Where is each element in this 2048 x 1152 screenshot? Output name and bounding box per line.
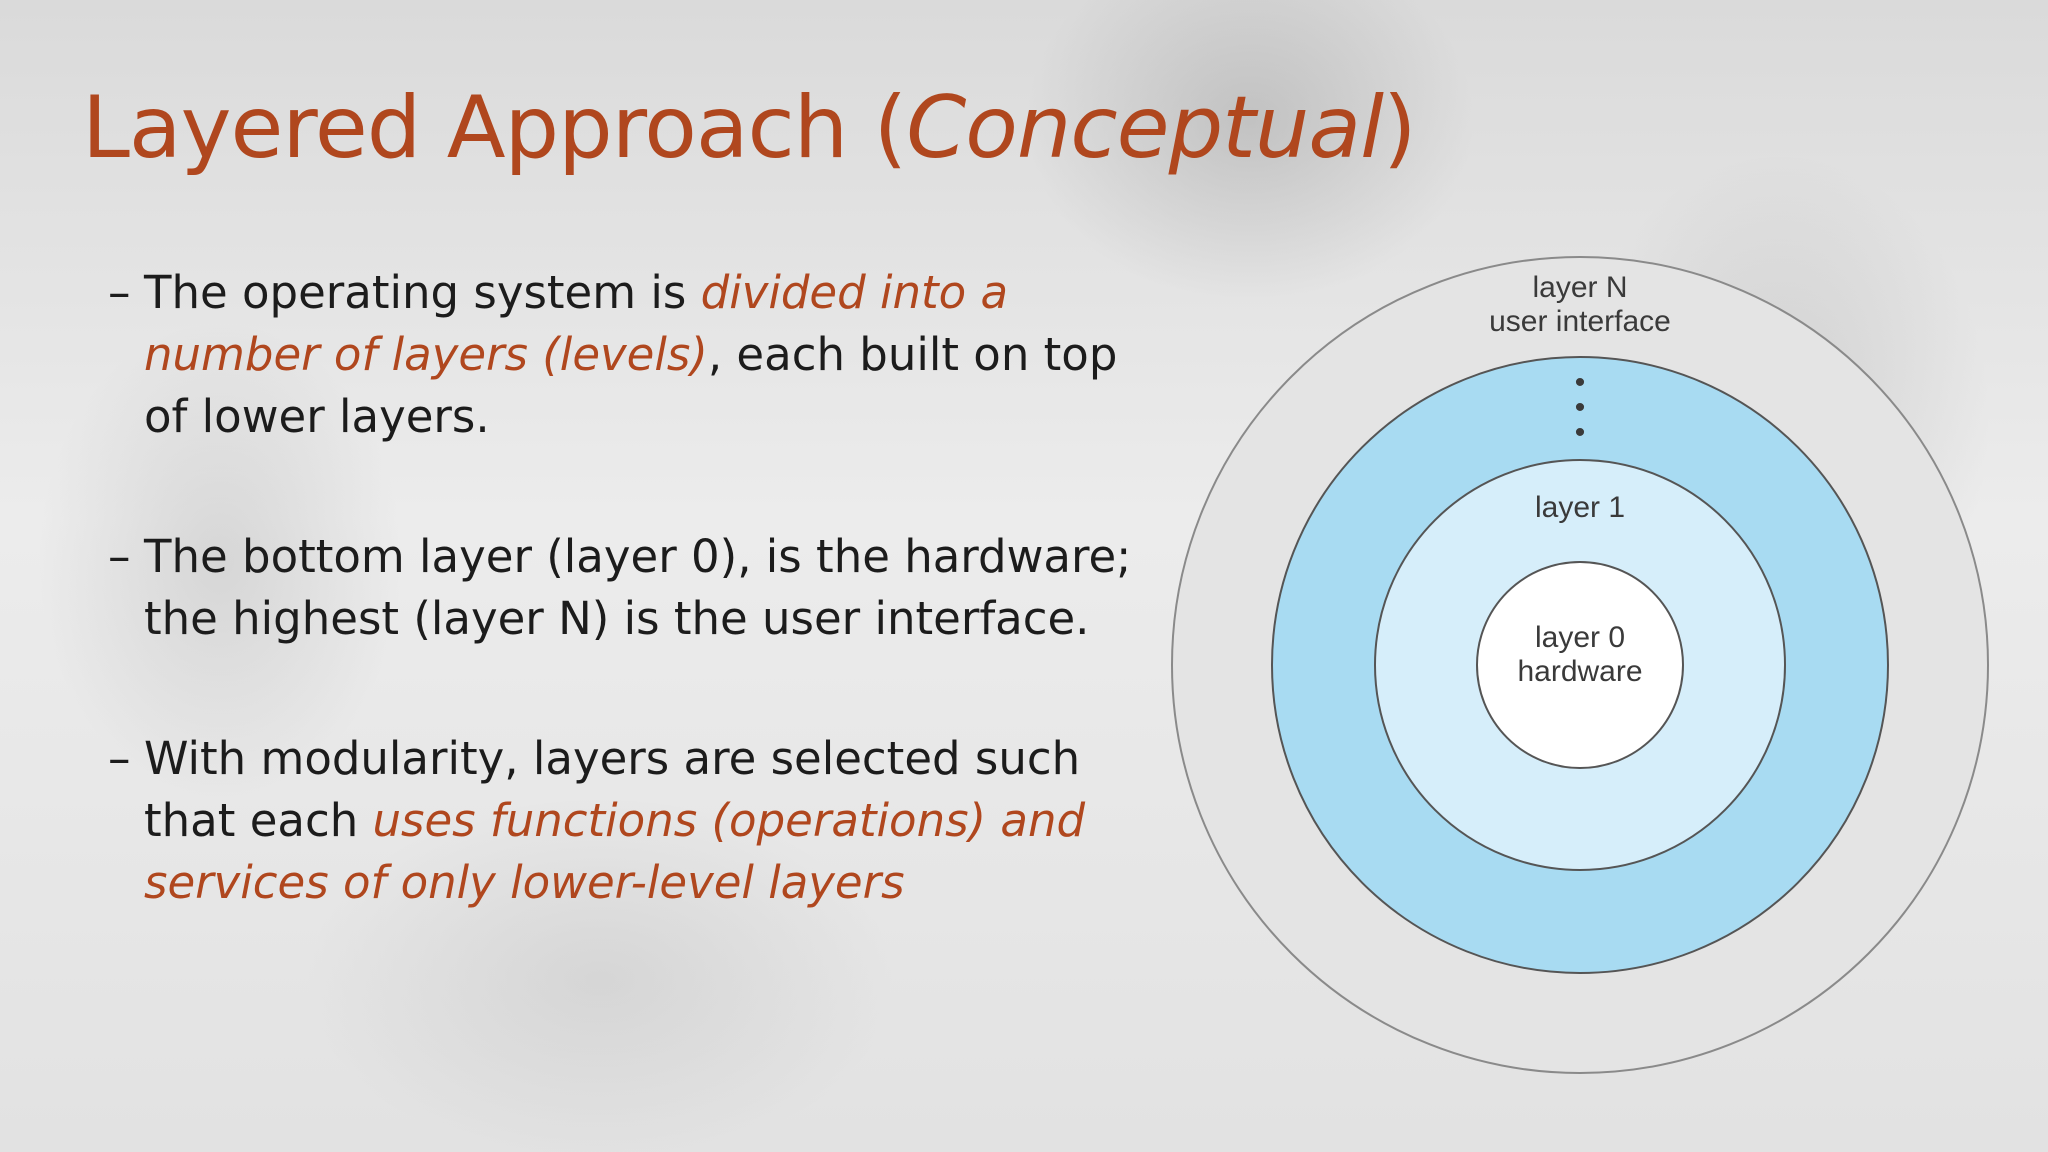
slide-title: Layered Approach (Conceptual) bbox=[82, 78, 1417, 178]
ellipsis-dot-3: • bbox=[1575, 416, 1586, 449]
bullet-text: The operating system is divided into a n… bbox=[144, 266, 1117, 443]
core-layer-0 bbox=[1476, 561, 1684, 769]
core-label-line-1: layer 0 bbox=[1535, 621, 1625, 654]
bullet-segment: With modularity, layers are selected suc… bbox=[144, 732, 1081, 847]
outer-label-line-1: layer N bbox=[1532, 271, 1627, 304]
ellipsis-dot-2: • bbox=[1575, 391, 1586, 424]
bullet-highlight: uses functions (operations) and services… bbox=[144, 794, 1086, 909]
bullet-segment: The operating system is bbox=[144, 266, 701, 319]
bullet-segment: The bottom layer (layer 0), is the hardw… bbox=[144, 530, 1132, 645]
title-italic: Conceptual bbox=[906, 78, 1384, 178]
core-label-line-2: hardware bbox=[1517, 655, 1642, 688]
ellipsis-dot-1: • bbox=[1575, 366, 1586, 399]
bullet-item-1: – The operating system is divided into a… bbox=[108, 262, 1148, 448]
bullet-text: The bottom layer (layer 0), is the hardw… bbox=[144, 530, 1131, 645]
title-paren-open: ( bbox=[873, 78, 908, 178]
title-main: Layered Approach bbox=[82, 78, 874, 178]
bullet-text: With modularity, layers are selected suc… bbox=[144, 732, 1085, 909]
layer-diagram-svg: layer N user interface • • • layer 1 lay… bbox=[1171, 256, 1989, 1074]
bullet-dash: – bbox=[108, 732, 131, 785]
bullet-highlight: divided into a number of layers (levels) bbox=[144, 266, 1009, 381]
bullet-item-2: – The bottom layer (layer 0), is the har… bbox=[108, 526, 1148, 650]
title-paren-close: ) bbox=[1383, 78, 1417, 178]
layer-1-label: layer 1 bbox=[1535, 491, 1625, 524]
bullet-segment: , each built on top of lower layers. bbox=[144, 328, 1118, 443]
bullet-dash: – bbox=[108, 530, 131, 583]
bullet-item-3: – With modularity, layers are selected s… bbox=[108, 728, 1148, 914]
bullet-dash: – bbox=[108, 266, 131, 319]
outer-label-line-2: user interface bbox=[1489, 305, 1671, 338]
bullet-list: – The operating system is divided into a… bbox=[108, 262, 1148, 992]
layer-diagram: layer N user interface • • • layer 1 lay… bbox=[1160, 245, 2000, 1085]
